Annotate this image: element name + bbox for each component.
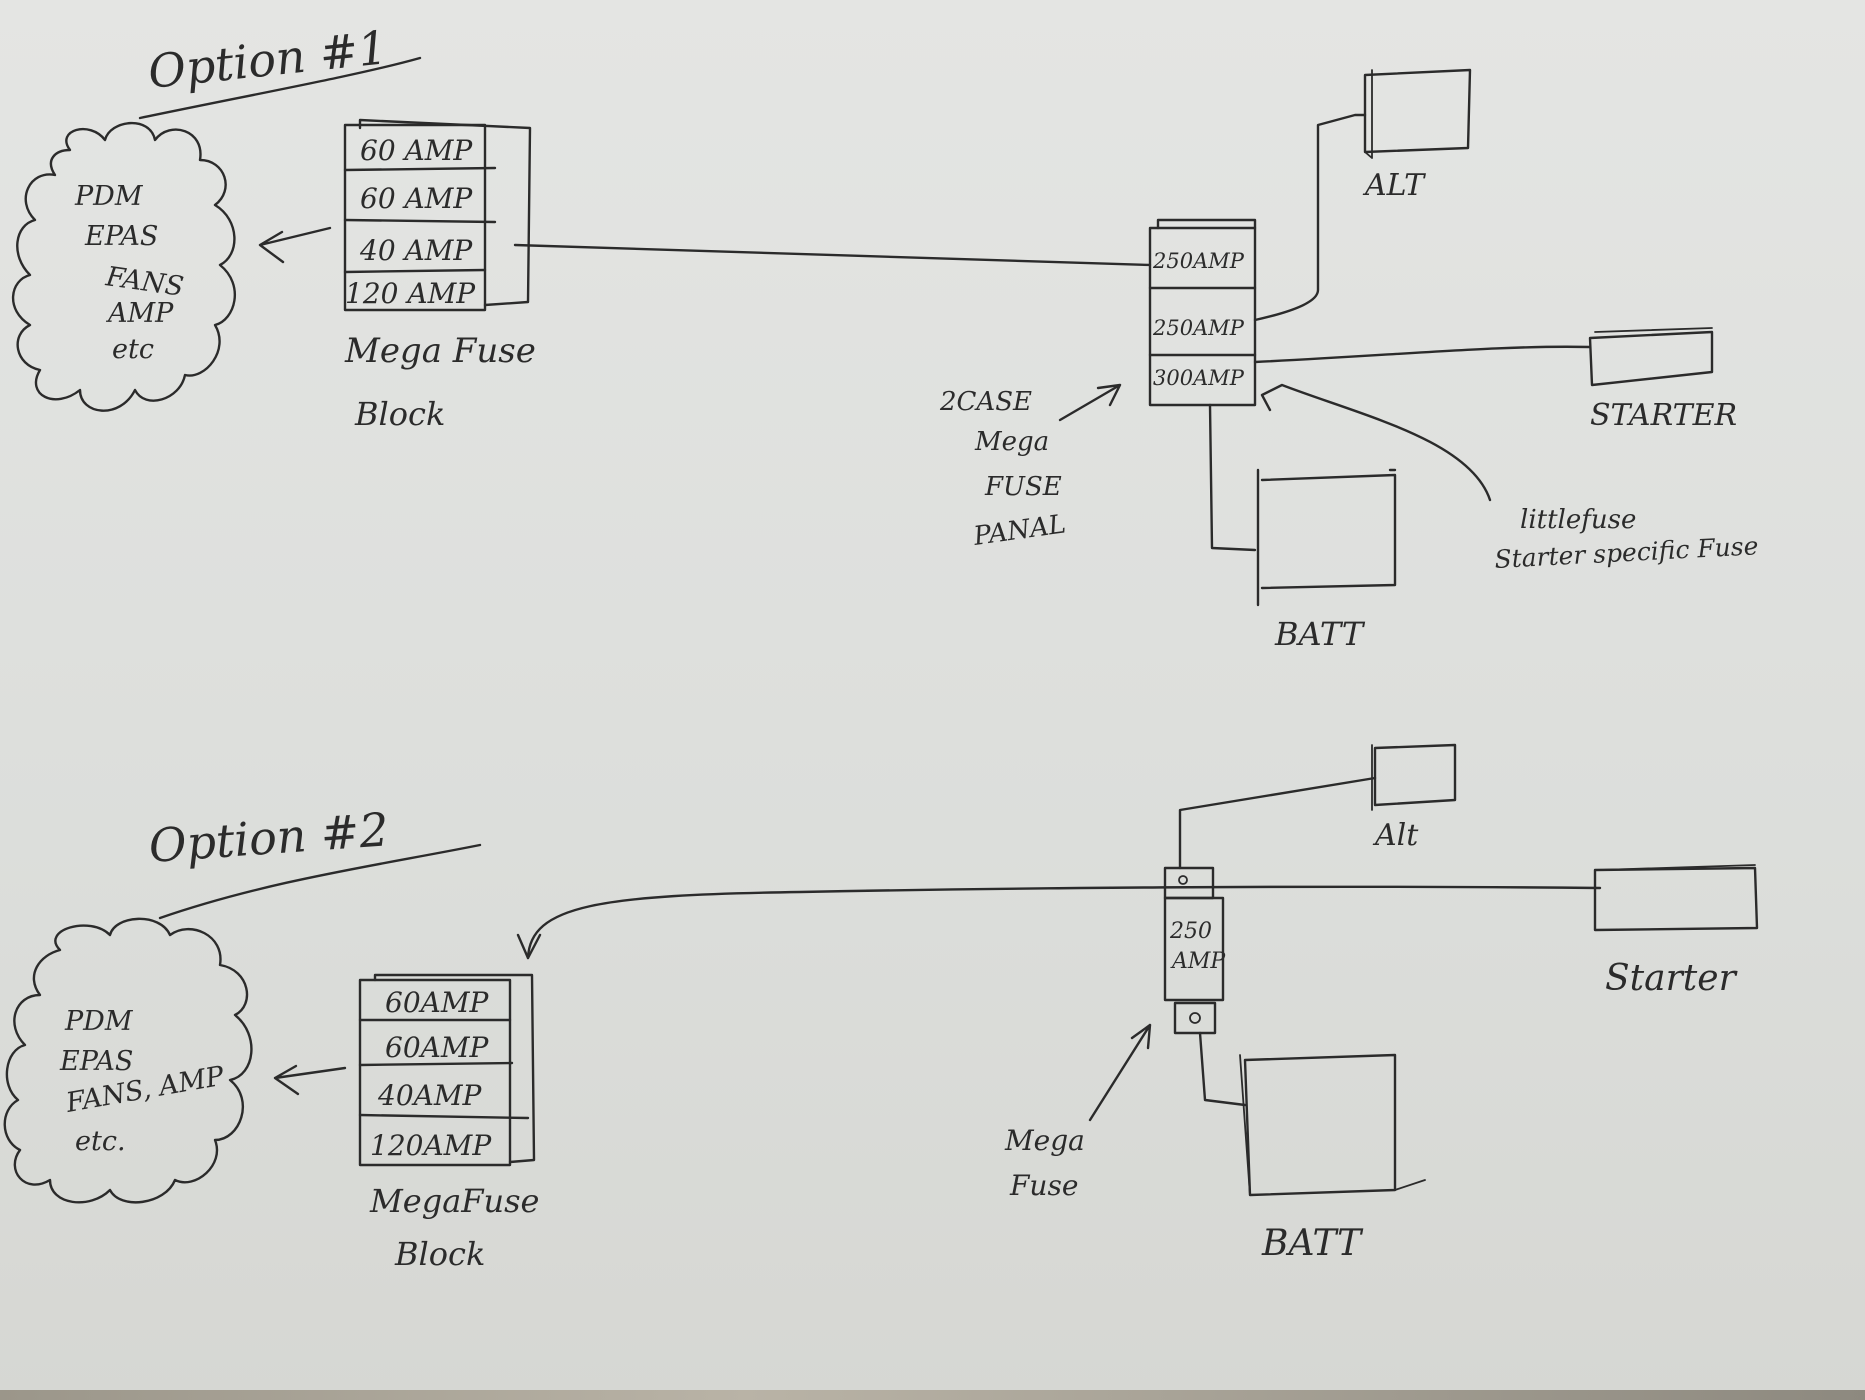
option1-title: Option #1 xyxy=(146,20,390,99)
option1-fuse-block-label: Block xyxy=(354,395,445,433)
option2-fuse-body xyxy=(1163,896,1225,1002)
option1-panel-arrow xyxy=(1058,383,1122,422)
option1-fuse-label: 40 AMP xyxy=(359,234,473,267)
option2-starter: Starter xyxy=(1593,864,1759,999)
option2-fuse-block-label: Block xyxy=(394,1235,485,1273)
option1-fuse-block-frame xyxy=(343,123,487,312)
option1-fuse-label: 60 AMP xyxy=(360,134,473,167)
option2-cloud xyxy=(3,917,253,1204)
option2-title-underline xyxy=(158,843,482,920)
option2-batt-wire xyxy=(1198,1031,1247,1107)
option1-battery: BATT xyxy=(1208,403,1397,653)
option2-fuse-rating: AMP xyxy=(1170,949,1226,974)
option1-cloud-arrow xyxy=(258,226,332,264)
option2-cloud-item: PDM xyxy=(64,1006,134,1037)
option2-alt-wire xyxy=(1178,776,1377,870)
option1-batt-wire xyxy=(1208,403,1257,552)
option1-panel-fuse-label: 300AMP xyxy=(1153,366,1245,390)
option2-batt-label: BATT xyxy=(1261,1223,1364,1264)
option2-fuse-block-frame xyxy=(358,978,512,1167)
option1-starter-label: STARTER xyxy=(1590,398,1737,433)
option1-alt-label: ALT xyxy=(1362,168,1426,203)
option2-fuse-label: Mega xyxy=(1004,1124,1085,1157)
option2-fuse-rating: 250 xyxy=(1169,919,1212,944)
option2-fuse-label: 120AMP xyxy=(370,1129,492,1162)
option2-cloud-arrow xyxy=(273,1064,347,1096)
option1-title-underline xyxy=(138,56,422,120)
option2-fuse-top-terminal xyxy=(1163,866,1215,900)
option2-main-wire-arrow xyxy=(516,933,542,960)
option2-fuse-bottom-terminal xyxy=(1173,1001,1217,1035)
option1-note-text: Starter specific Fuse xyxy=(1494,531,1759,574)
option2-title: Option #2 xyxy=(147,802,390,873)
option1-fuse-label: 60 AMP xyxy=(360,182,473,215)
option1-panel-fuse-label: 250AMP xyxy=(1152,249,1245,273)
option1-panel-label: FUSE xyxy=(984,472,1062,502)
option1-cloud-item: etc xyxy=(112,334,154,365)
option1-batt-label: BATT xyxy=(1274,615,1366,653)
paper-edge xyxy=(0,1390,1865,1400)
option2-battery: BATT xyxy=(1198,1031,1426,1264)
option1-panel-fuse-label: 250AMP xyxy=(1152,316,1245,340)
option1-cloud xyxy=(11,121,236,412)
option1-note-leader xyxy=(1260,383,1492,502)
option2-fuse-label: 60AMP xyxy=(385,986,490,1019)
option1-main-wire xyxy=(513,243,1152,267)
option2-cloud-item: EPAS xyxy=(59,1046,133,1077)
option1-cloud-item: AMP xyxy=(105,298,174,329)
option1-fuse-block-label: Mega Fuse xyxy=(344,331,536,371)
option1-alternator: ALT xyxy=(1253,68,1472,322)
option1-cloud-item: PDM xyxy=(74,181,144,212)
option1-alt-wire xyxy=(1253,113,1367,322)
option2-fuse-label: 60AMP xyxy=(385,1031,490,1064)
option2-diagram: Option #2 PDM EPAS FANS, AMP etc. 60AMP … xyxy=(3,743,1759,1273)
option1-note-text: littlefuse xyxy=(1520,505,1636,535)
option1-diagram: Option #1 PDM EPAS FANS AMP etc 60 AMP 6… xyxy=(11,20,1759,653)
option2-fuse-block-label: MegaFuse xyxy=(369,1182,539,1220)
option2-alternator: Alt xyxy=(1178,743,1457,870)
option2-fuse-label: Fuse xyxy=(1009,1169,1078,1202)
option1-panel-label: 2CASE xyxy=(939,387,1032,417)
option1-starter: STARTER xyxy=(1253,327,1737,433)
option1-fuse-block-back xyxy=(358,118,532,307)
option2-main-wire xyxy=(526,885,1602,960)
option2-fuse-label: 40AMP xyxy=(377,1079,483,1112)
option1-cloud-item: EPAS xyxy=(84,221,158,252)
option1-fuse-panel: 250AMP 250AMP 300AMP 2CASE Mega FUSE PAN… xyxy=(939,218,1257,552)
option1-fuse-panel-frame xyxy=(1148,226,1257,407)
option2-fuse-block-back xyxy=(373,973,536,1164)
option1-fuse-block: 60 AMP 60 AMP 40 AMP 120 AMP Mega Fuse B… xyxy=(343,118,536,433)
option2-fuse-arrow xyxy=(1088,1023,1152,1122)
option2-fuse-block: 60AMP 60AMP 40AMP 120AMP MegaFuse Block xyxy=(358,973,539,1273)
option2-mega-fuse: 250 AMP Mega Fuse xyxy=(1004,866,1226,1202)
option2-cloud-item: etc. xyxy=(75,1126,126,1157)
option1-starter-wire xyxy=(1253,345,1592,364)
option1-panel-label: PANAL xyxy=(971,509,1068,552)
option1-fuse-label: 120 AMP xyxy=(345,277,476,310)
option2-starter-label: Starter xyxy=(1605,958,1738,999)
option1-cloud-item: FANS xyxy=(103,261,186,303)
option1-panel-label: Mega xyxy=(974,427,1049,457)
option2-alt-label: Alt xyxy=(1372,818,1419,853)
